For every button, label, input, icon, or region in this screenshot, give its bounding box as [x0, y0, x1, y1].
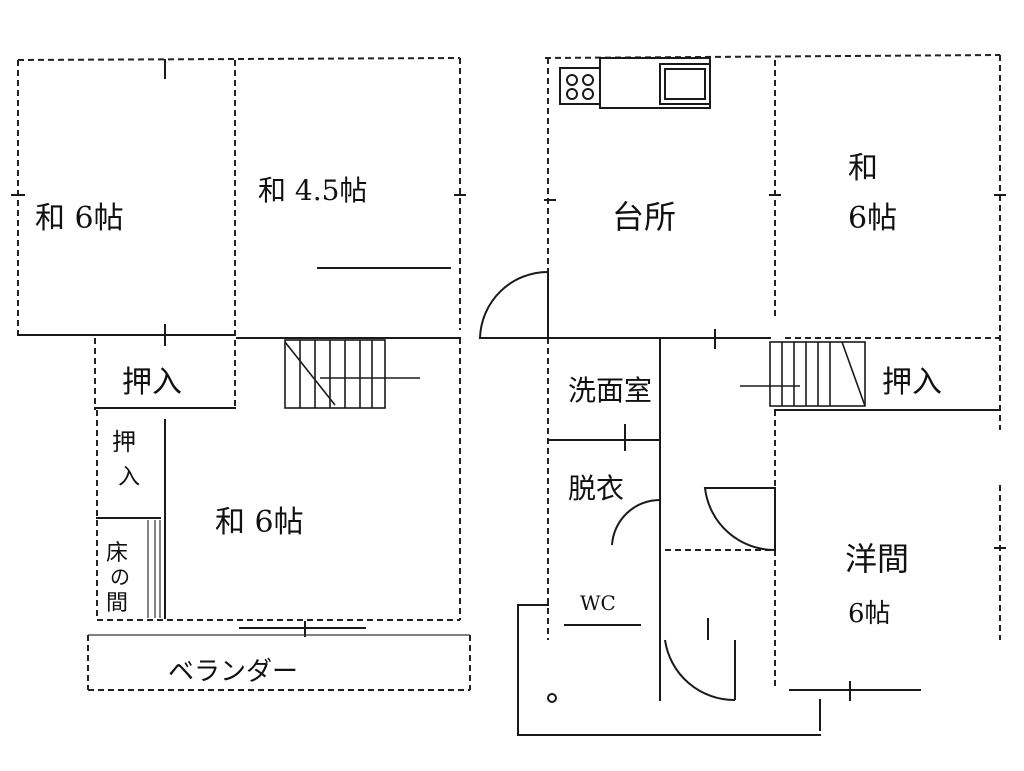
stove-icon: [559, 67, 601, 105]
label-washitsu-6-left: 和 6帖: [35, 201, 124, 236]
drain-icon: [547, 693, 557, 703]
label-washitsu-6-right-bottom: 6帖: [848, 201, 897, 236]
room-labels: 和 6帖 和 4.5帖 台所 和 6帖 押入 押 入 和 6帖 床 の 間 洗面…: [35, 151, 942, 687]
label-oshiire-small-bottom: 入: [118, 465, 140, 490]
label-tokonoma-top: 床: [106, 541, 128, 566]
label-yoma-top: 洋間: [845, 540, 909, 578]
label-veranda: ベランダー: [168, 657, 298, 687]
label-datsuijo: 脱衣: [568, 472, 624, 505]
doors: [479, 271, 776, 702]
label-tokonoma-middle: の: [110, 565, 130, 589]
label-washitsu-4-5: 和 4.5帖: [258, 174, 367, 207]
left-wing-walls: [11, 57, 471, 691]
label-oshiire-small-top: 押: [112, 428, 136, 456]
label-oshiire-left: 押入: [122, 365, 182, 400]
label-washitsu-6-center: 和 6帖: [215, 505, 304, 540]
label-senmenjo: 洗面室: [568, 374, 652, 407]
label-yoma-bottom: 6帖: [848, 599, 891, 629]
label-wc: WC: [580, 591, 616, 615]
label-washitsu-6-right-top: 和: [848, 151, 878, 186]
fixtures: [547, 57, 711, 703]
label-tokonoma-bottom: 間: [106, 591, 128, 616]
label-oshiire-right: 押入: [882, 365, 942, 400]
label-daidokoro: 台所: [612, 198, 676, 236]
